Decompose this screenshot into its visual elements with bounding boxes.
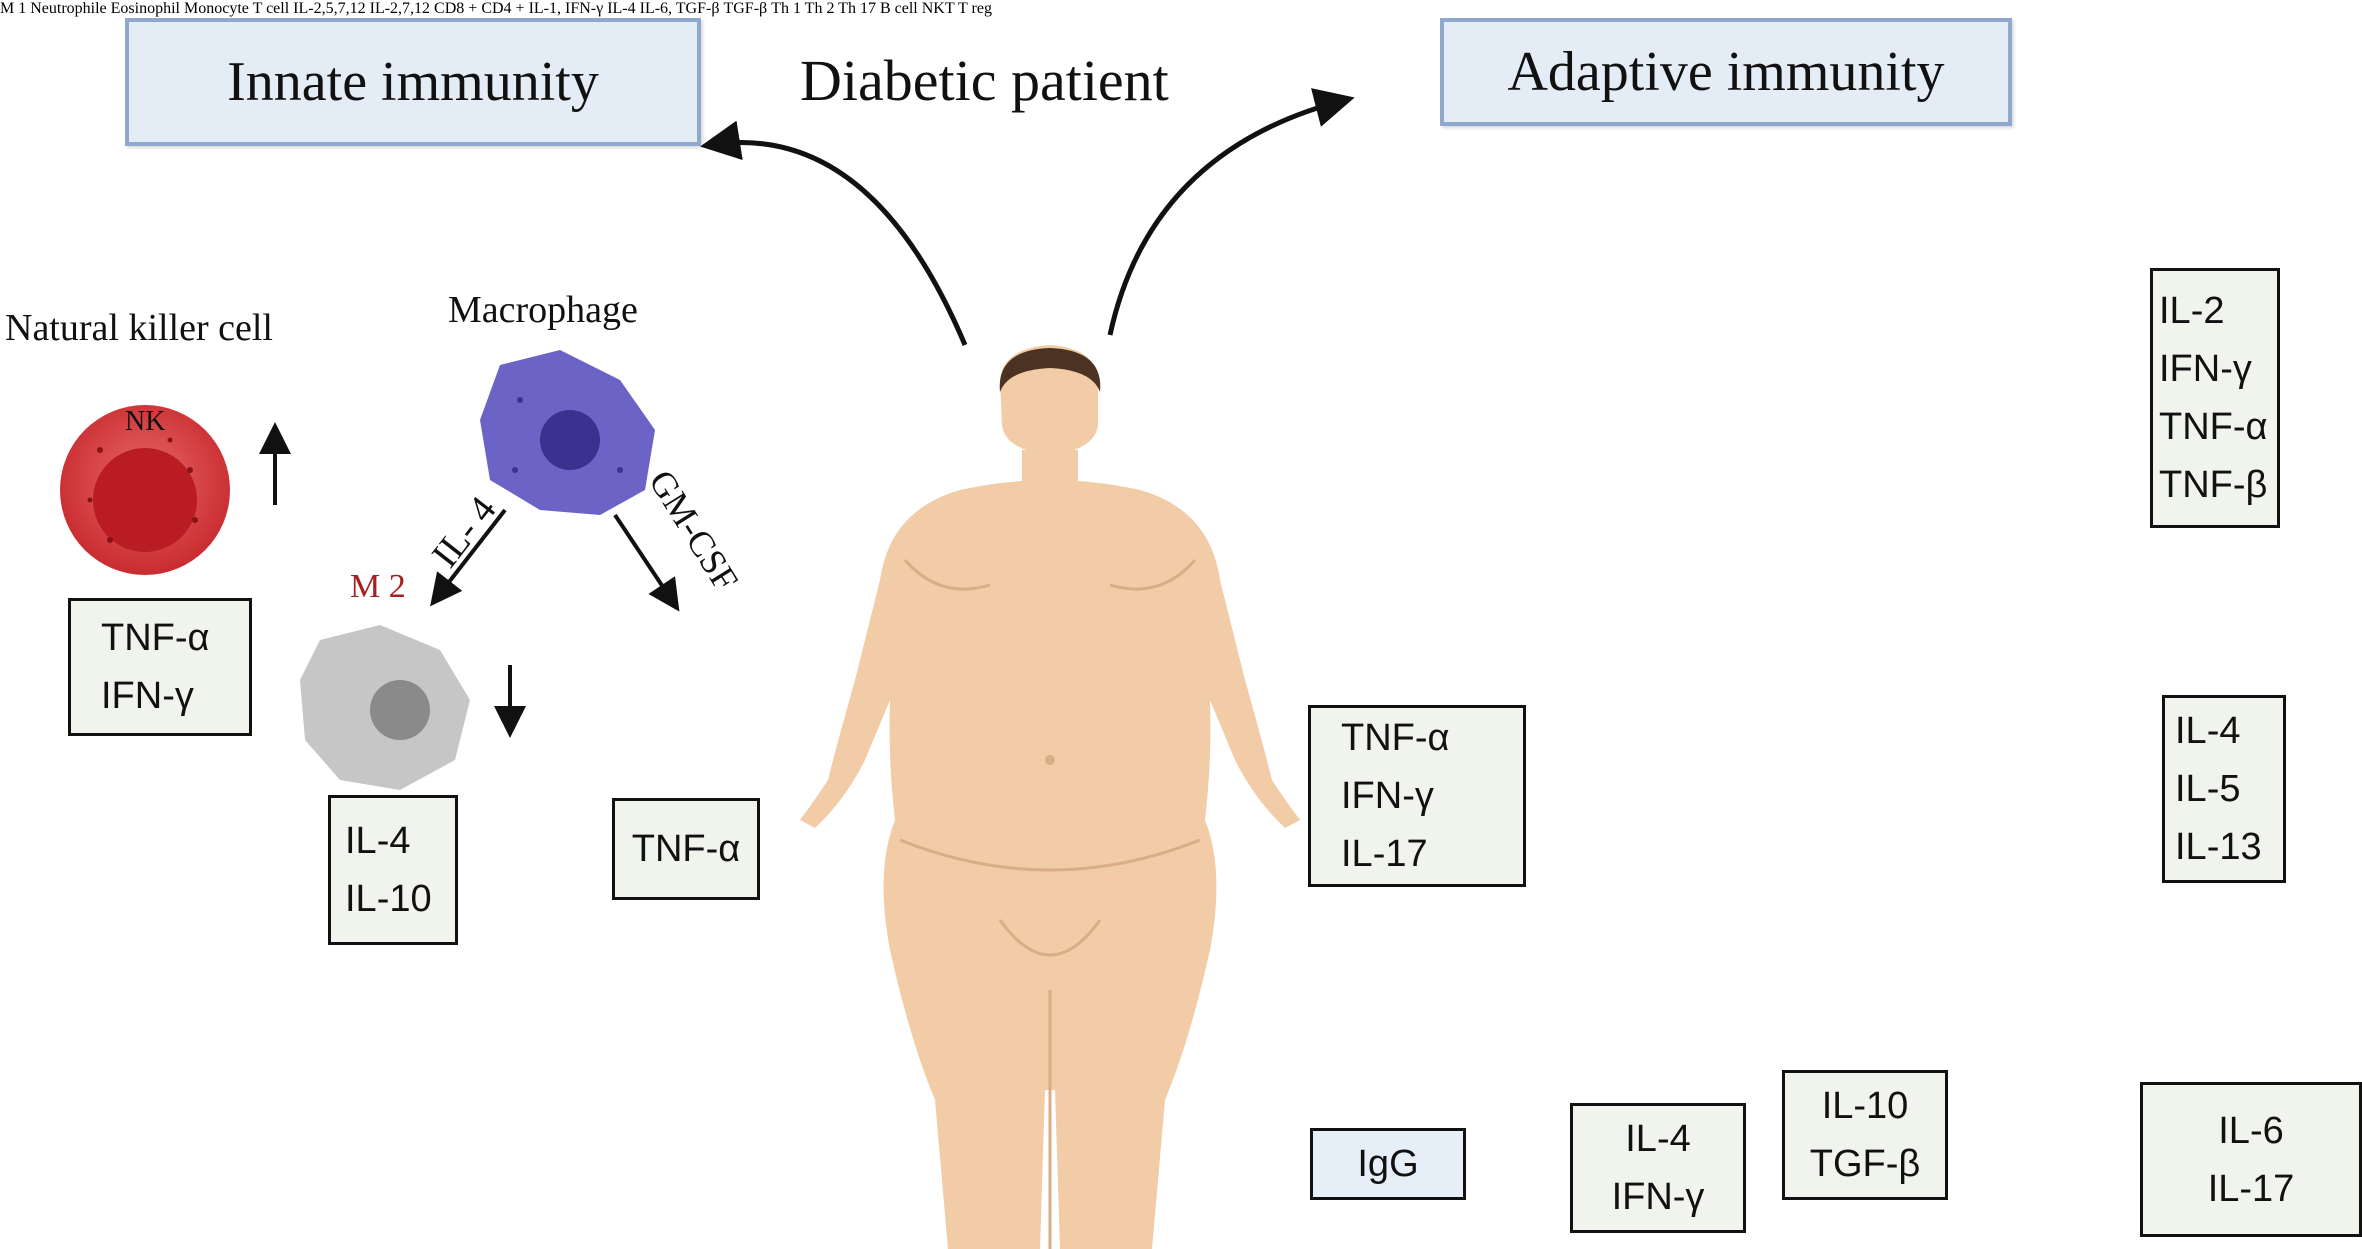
th1-arrow-up-icon: Th 2 Th 17 B cell NKT T reg Innate immun…: [68, 0, 2362, 1237]
arrow-cd4-to-th2: IL-4 IL-6, TGF-β TGF-β Th 1 Th 2 Th 17 B…: [68, 0, 2362, 1237]
th17-pathway-label: IL-6, TGF-β: [639, 0, 720, 17]
th17-cytokine-box: IL-6 IL-17: [2140, 1082, 2362, 1237]
arrow-to-innate: [700, 120, 968, 346]
monocyte-arrow-up-icon: Monocyte T cell IL-2,5,7,12 IL-2,7,12 CD…: [68, 0, 2362, 1237]
macrophage-label: Macrophage: [448, 289, 638, 331]
arrow-tcell-to-cd8: IL-2,5,7,12 IL-2,7,12 CD8 + CD4 + IL-1, …: [68, 0, 2362, 1237]
m1-cytokine-box: TNF-α: [612, 798, 760, 900]
th1-pathway-label: IL-1, IFN-γ: [528, 0, 604, 17]
cd4-label: CD4: [481, 0, 512, 17]
cytokine: IL-4: [345, 820, 411, 862]
innate-header-label: Innate immunity: [227, 51, 599, 113]
nk-cell: [60, 405, 230, 575]
bcell-cytokine-box: IgG: [1310, 1128, 1466, 1200]
th17-arrow-up-icon: B cell NKT T reg Innate immunity Adaptiv…: [68, 0, 2362, 1237]
cytokine: IL-17: [1341, 833, 1428, 875]
cd8-pathway-label: IL-2,5,7,12: [293, 0, 366, 17]
bcell-label: B cell: [879, 0, 918, 17]
tcell-label: T cell: [252, 0, 290, 17]
patient-figure: [800, 345, 1300, 1249]
nkt-cytokine-box: IL-4 IFN-γ: [1570, 1103, 1746, 1233]
m1-tag: M 1: [0, 0, 27, 17]
cytokine: TNF-β: [2159, 464, 2268, 506]
diagram-title: Diabetic patient: [800, 48, 1169, 113]
macrophage-cell: [480, 350, 655, 515]
nk-label: Natural killer cell: [5, 307, 273, 349]
th1-cytokine-box: IL-2 IFN-γ TNF-α TNF-β: [2150, 268, 2280, 528]
arrow-cd4-to-th17: IL-6, TGF-β TGF-β Th 1 Th 2 Th 17 B cell…: [68, 0, 2362, 1237]
cytokine: IL-2: [2159, 290, 2225, 332]
nk-tag: NK: [125, 406, 165, 437]
cytokine: TNF-α: [631, 828, 741, 870]
cytokine: IL-6: [2218, 1109, 2284, 1152]
bcell-arrow-up-icon: NKT T reg Innate immunity Adaptive immun…: [68, 0, 2362, 1237]
cytokine: IL-17: [2207, 1167, 2295, 1210]
arrow-tcell-to-cd4: IL-2,7,12 CD8 + CD4 + IL-1, IFN-γ IL-4 I…: [68, 0, 2362, 1237]
m2-pathway-label: IL- 4: [424, 489, 505, 576]
cytokine: IL-10: [1821, 1085, 1909, 1127]
th17-label: Th 17: [838, 0, 876, 17]
th2-arrow-down-icon: Th 17 B cell NKT T reg Innate immunity A…: [68, 0, 2362, 1237]
treg-label: T reg: [958, 0, 992, 17]
arrow-macrophage-to-m2: [430, 508, 507, 607]
cytokine: IFN-γ: [2159, 348, 2252, 390]
cytokine: IL-4: [1625, 1118, 1691, 1160]
th2-label: Th 2: [804, 0, 835, 17]
cd8-superscript: +: [468, 0, 478, 17]
cd4-superscript: +: [515, 0, 525, 17]
arrow-cd4-to-treg: TGF-β Th 1 Th 2 Th 17 B cell NKT T reg I…: [68, 0, 2362, 1237]
cytokine: TNF-α: [1341, 717, 1450, 759]
cd4-pathway-label: IL-2,7,12: [369, 0, 431, 17]
adaptive-header: Adaptive immunity: [1440, 18, 2012, 126]
m1-arrow-up-icon: Neutrophile Eosinophil Monocyte T cell I…: [30, 0, 2362, 1237]
arrow-cd4-to-th1: IL-1, IFN-γ IL-4 IL-6, TGF-β TGF-β Th 1 …: [68, 0, 2362, 1237]
nk-cytokine-box: TNF-α IFN-γ: [68, 598, 252, 736]
cd8-label: CD8: [434, 0, 465, 17]
th1-label: Th 1: [771, 0, 801, 17]
cytokine: TGF-β: [1809, 1143, 1921, 1185]
m2-cell: [300, 625, 470, 790]
nkt-arrow-down-icon: T reg Innate immunity Adaptive immunity …: [68, 0, 2362, 1237]
innate-header: Innate immunity: [125, 18, 701, 146]
cd8-cytokine-box: TNF-α IFN-γ IL-17: [1308, 705, 1526, 887]
cytokine: IFN-γ: [1341, 775, 1434, 817]
neutrophile-label: Neutrophile: [30, 0, 107, 17]
treg-pathway-label: TGF-β: [723, 0, 768, 17]
arrow-macrophage-to-m1: [613, 513, 680, 612]
cytokine: TNF-α: [101, 617, 210, 659]
treg-cytokine-box: IL-10 TGF-β: [1782, 1070, 1948, 1200]
eosinophil-arrow-up-icon: Eosinophil Monocyte T cell IL-2,5,7,12 I…: [68, 0, 2362, 1237]
nkt-label: NKT: [921, 0, 955, 17]
cytokine: IFN-γ: [101, 675, 194, 717]
cytokine: IL-5: [2175, 768, 2241, 810]
monocyte-label: Monocyte: [184, 0, 249, 17]
cd8-arrow-up-icon: CD4 + IL-1, IFN-γ IL-4 IL-6, TGF-β TGF-β…: [68, 0, 2362, 1237]
cytokine: TNF-α: [2159, 406, 2268, 448]
m2-tag: M 2: [350, 568, 406, 605]
cytokine: IgG: [1357, 1143, 1419, 1185]
cytokine: IL-4: [2175, 710, 2241, 752]
cytokine: IFN-γ: [1611, 1176, 1705, 1218]
neutrophile-arrow-down-icon: Neutrophile Eosinophil Monocyte T cell I…: [30, 0, 2362, 1237]
eosinophil-label: Eosinophil: [110, 0, 180, 17]
cytokine: IL-13: [2175, 826, 2262, 868]
cytokine: IL-10: [345, 878, 432, 920]
m2-cytokine-box: IL-4 IL-10: [328, 795, 458, 945]
th2-pathway-label: IL-4: [607, 0, 636, 17]
adaptive-header-label: Adaptive immunity: [1507, 41, 1945, 103]
arrow-to-adaptive: [1107, 88, 1355, 336]
th2-cytokine-box: IL-4 IL-5 IL-13: [2162, 695, 2286, 883]
